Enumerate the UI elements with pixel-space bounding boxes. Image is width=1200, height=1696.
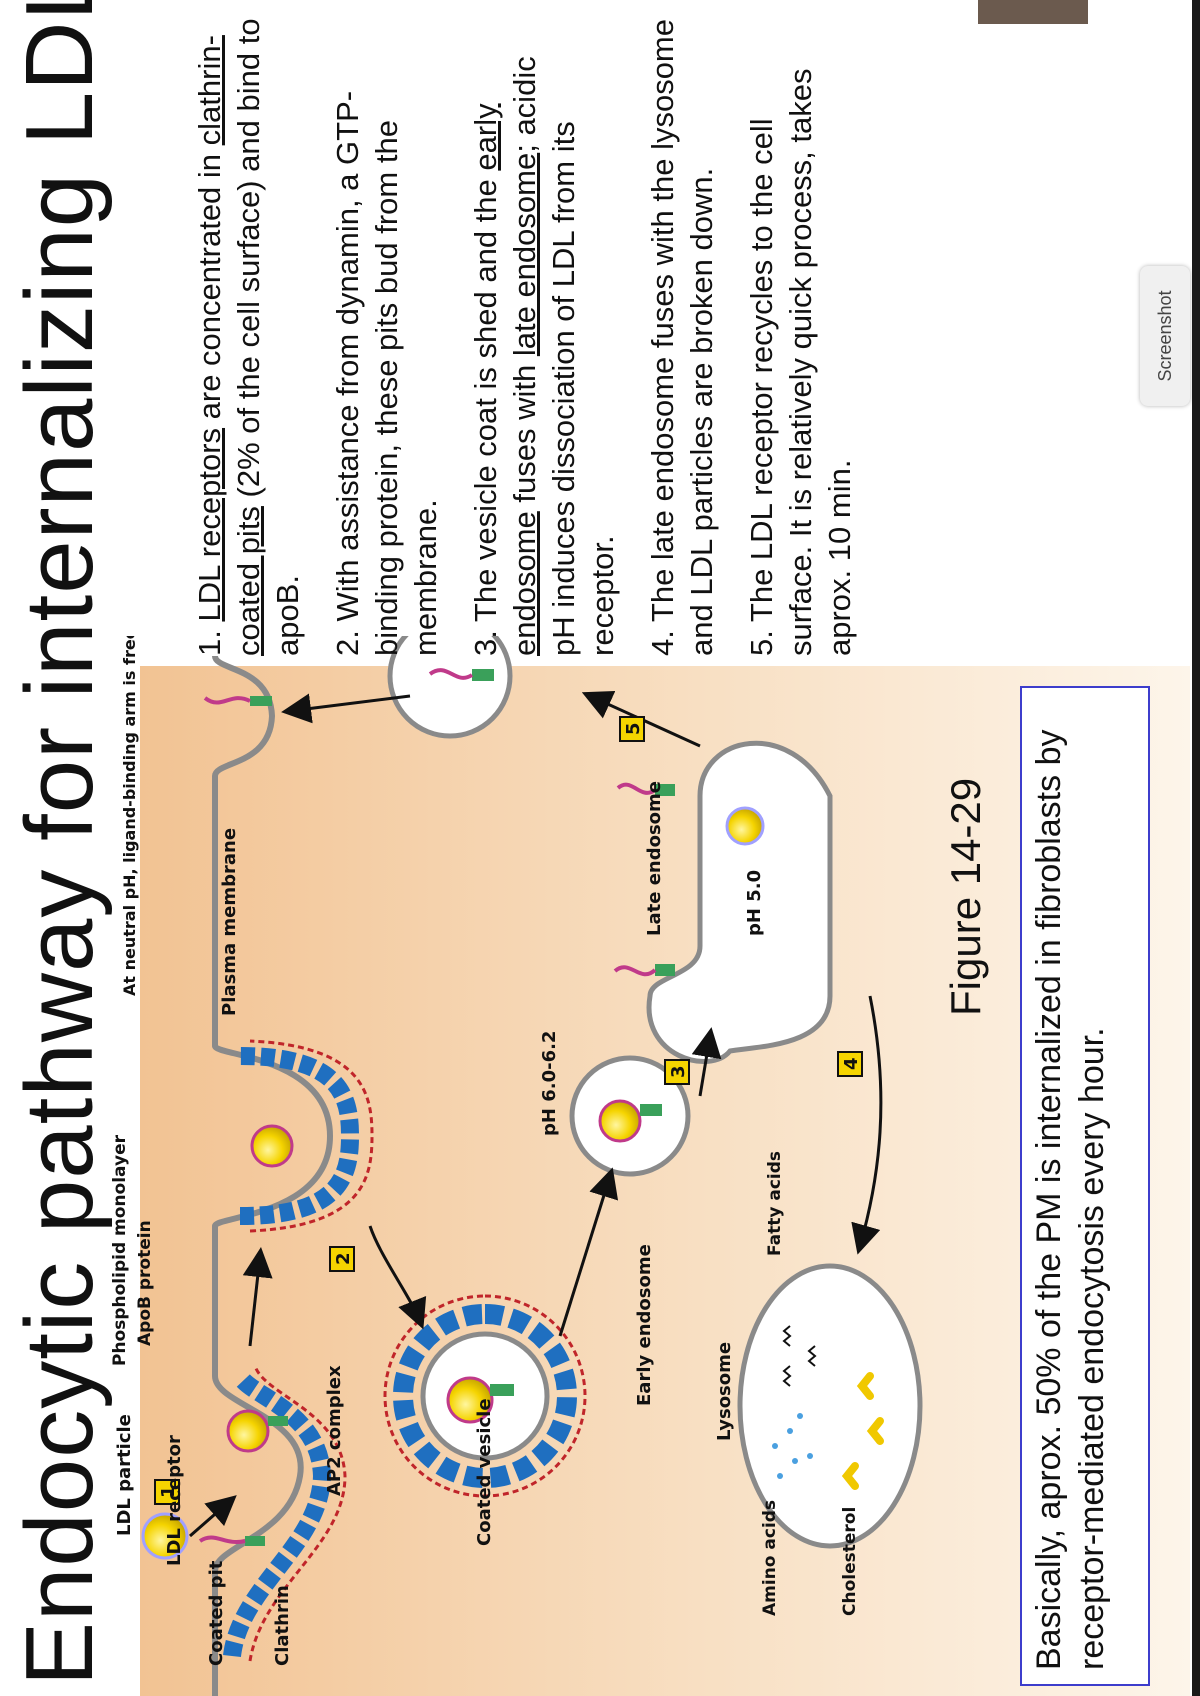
label-ap2-complex: AP2 complex (324, 1365, 345, 1496)
arrow-step-4 (851, 995, 883, 1255)
label-neutral-ph-note: At neutral pH, ligand-binding arm is fre… (120, 636, 139, 996)
note-step-2: 2. With assistance from dynamin, a GTP-b… (330, 90, 443, 656)
svg-text:5: 5 (623, 722, 644, 735)
arrow-step-1 (189, 1495, 237, 1538)
figure-label: Figure 14-29 (942, 777, 989, 1016)
notes-list: 1. LDL receptors are concentrated in cla… (190, 16, 880, 656)
step-badge-5: 5 (619, 716, 645, 742)
note-step-3: 3. The vesicle coat is shed and the earl… (468, 56, 620, 656)
label-cholesterol: Cholesterol (840, 1507, 860, 1616)
label-lysosome: Lysosome (714, 1342, 735, 1441)
svg-text:1: 1 (158, 1485, 179, 1498)
budding-pit-clathrin (239, 1047, 360, 1225)
label-ph-late: pH 5.0 (744, 870, 765, 936)
note-step-5: 5. The LDL receptor recycles to the cell… (744, 68, 857, 656)
bottom-bar (1192, 0, 1200, 1696)
recycling-vesicle (387, 636, 513, 739)
label-ldl-particle: LDL particle (114, 1414, 135, 1536)
ldl-particle (725, 806, 765, 846)
svg-text:2: 2 (333, 1252, 354, 1265)
amino-acid-dots (772, 1413, 813, 1479)
label-early-endosome: Early endosome (634, 1244, 655, 1406)
ldl-receptor-glyph (616, 782, 675, 796)
coated-vesicle-outer (383, 1294, 587, 1498)
arrow-to-early-endosome (558, 1167, 619, 1337)
summary-box: Basically, aprox. 50% of the PM is inter… (1020, 686, 1150, 1686)
ldl-receptor-glyph (640, 1104, 662, 1116)
arrow-pit-to-bud (242, 1247, 273, 1347)
svg-text:4: 4 (841, 1057, 862, 1070)
coated-pit-clathrin (223, 1370, 332, 1658)
extracellular-background (140, 666, 1190, 1696)
label-ldl-receptor: LDL receptor (164, 1435, 185, 1566)
ldl-particle (598, 1099, 642, 1143)
ldl-particle (141, 1512, 189, 1560)
ldl-receptor-glyph (203, 696, 272, 706)
note-step-1: 1. LDL receptors are concentrated in cla… (192, 18, 305, 656)
label-clathrin: Clathrin (272, 1585, 293, 1666)
label-amino-acids: Amino acids (760, 1500, 780, 1616)
ldl-receptor-glyph (490, 1384, 514, 1396)
label-fatty-acids: Fatty acids (765, 1151, 785, 1256)
step-badge-3: 3 (664, 1059, 690, 1085)
note-step-4: 4. The late endosome fuses with the lyso… (645, 19, 719, 656)
cholesterol-shapes (841, 1372, 884, 1490)
ldl-particle (446, 1376, 494, 1424)
coated-pit-outer-coat (248, 1365, 347, 1662)
arrow-step-3 (691, 1027, 722, 1097)
lysosome-body (737, 1263, 923, 1549)
label-late-endosome: Late endosome (644, 781, 665, 936)
step-badge-4: 4 (837, 1051, 863, 1077)
ldl-receptor-glyph (268, 1416, 288, 1426)
ldl-receptor-glyph (198, 1535, 265, 1546)
label-apob-protein: ApoB protein (135, 1220, 155, 1346)
screenshot-button[interactable]: Screenshot (1140, 266, 1190, 406)
budding-pit-outer-coat (249, 1039, 374, 1233)
label-ph-early: pH 6.0-6.2 (539, 1031, 560, 1136)
label-plasma-membrane: Plasma membrane (219, 828, 240, 1016)
plasma-membrane-line (212, 655, 334, 1696)
arrow-recycle-to-membrane (281, 693, 411, 724)
label-phospholipid-monolayer: Phospholipid monolayer (110, 1134, 130, 1366)
label-coated-pit: Coated pit (206, 1560, 227, 1666)
fatty-acid-squiggles (782, 1325, 817, 1387)
coated-vesicle-clathrin (393, 1304, 577, 1488)
step-badge-2: 2 (329, 1246, 355, 1272)
late-endosome-body (646, 740, 833, 1064)
ldl-particle (250, 1124, 294, 1168)
ldl-receptor-glyph (613, 964, 675, 977)
arrow-step-2 (368, 1225, 427, 1330)
step-badge-1: 1 (154, 1479, 180, 1505)
ldl-particle (226, 1409, 270, 1453)
ldl-receptor-glyph (428, 668, 494, 681)
svg-text:3: 3 (668, 1065, 689, 1078)
window-thumbnail[interactable] (978, 0, 1088, 24)
label-coated-vesicle: Coated vesicle (474, 1398, 495, 1546)
endocytosis-diagram: 1 2 3 4 5 Coated pit Clathrin LDL recept… (110, 636, 1190, 1696)
